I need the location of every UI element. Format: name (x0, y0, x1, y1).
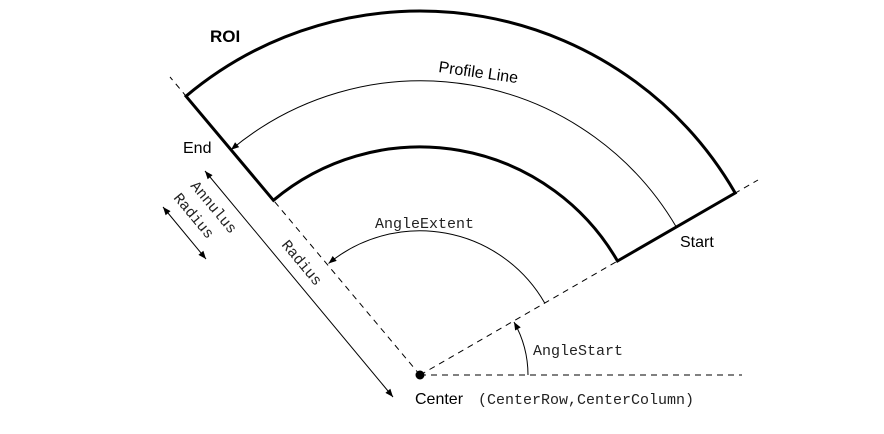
angle-start-label: AngleStart (533, 343, 623, 360)
roi-label: ROI (210, 27, 240, 46)
center-label: Center (415, 391, 464, 408)
start-label: Start (680, 234, 714, 251)
center-params-label: (CenterRow,CenterColumn) (478, 392, 694, 409)
radius-arrow (204, 170, 394, 398)
roi-annulus-sector (183, 9, 738, 264)
angle-extent-label: AngleExtent (375, 216, 474, 233)
profile-line-arrow (230, 80, 677, 228)
radius-label: Radius (277, 237, 325, 289)
profile-line-label: Profile Line (437, 59, 519, 87)
end-label: End (183, 140, 211, 157)
center-point (415, 370, 425, 380)
angle-extent-arrow (328, 230, 546, 304)
annulus-radius-arrow (162, 206, 207, 260)
angle-start-arrow (513, 321, 529, 376)
